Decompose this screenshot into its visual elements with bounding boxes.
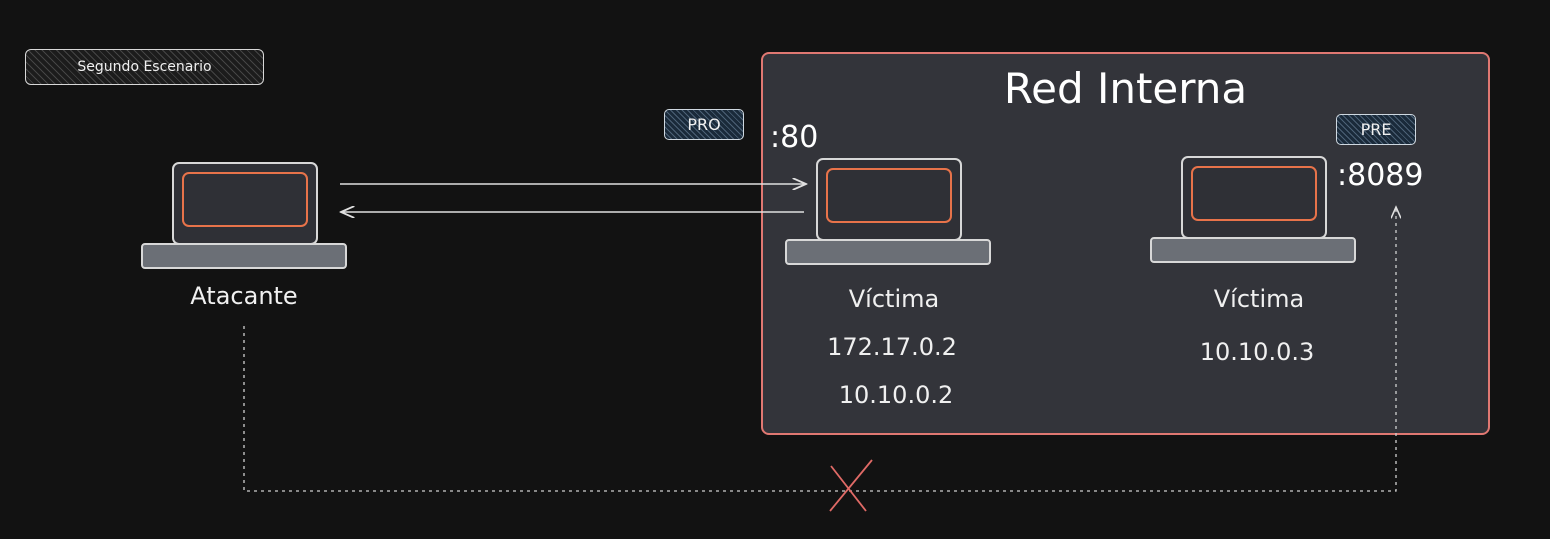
scenario-label: Segundo Escenario [25, 49, 264, 85]
victim-pre-label: Víctima [1213, 285, 1305, 313]
attacker-label: Atacante [190, 282, 298, 310]
laptop-icon [172, 162, 318, 245]
laptop-base [1150, 237, 1356, 263]
attacker-laptop [141, 162, 347, 270]
victim-pro-ip-1: 172.17.0.2 [827, 333, 957, 361]
internal-network-title: Red Interna [1003, 64, 1248, 113]
pro-port-label: :80 [770, 120, 819, 155]
laptop-base [785, 239, 991, 265]
scenario-label-text: Segundo Escenario [77, 59, 212, 75]
victim-pre-ip-1: 10.10.0.3 [1199, 338, 1315, 366]
laptop-display [1191, 166, 1317, 221]
pre-port-label: :8089 [1337, 158, 1424, 193]
cross-icon [829, 459, 873, 512]
victim-pro-label: Víctima [848, 285, 940, 313]
laptop-display [826, 168, 952, 223]
laptop-base [141, 243, 347, 269]
blocked-path [243, 207, 1396, 492]
pre-tag: PRE [1336, 114, 1416, 145]
victim-pre-laptop [1150, 156, 1356, 264]
pro-tag: PRO [664, 109, 744, 140]
pre-tag-text: PRE [1360, 120, 1392, 139]
laptop-display [182, 172, 308, 227]
laptop-icon [1181, 156, 1327, 239]
pro-tag-text: PRO [687, 115, 721, 134]
laptop-icon [816, 158, 962, 241]
victim-pro-laptop [785, 158, 991, 266]
victim-pro-ip-2: 10.10.0.2 [838, 381, 954, 409]
